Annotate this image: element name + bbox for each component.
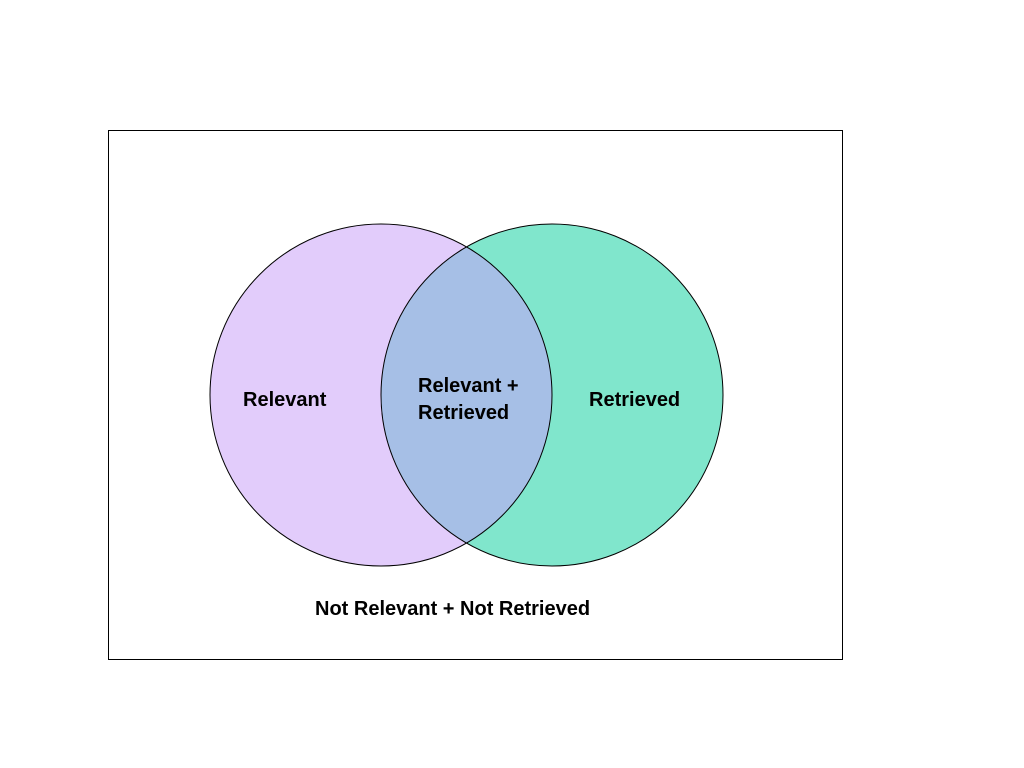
intersection-label-line1: Relevant + <box>418 375 519 397</box>
outside-label: Not Relevant + Not Retrieved <box>315 598 590 620</box>
intersection-region <box>381 224 552 566</box>
relevant-label: Relevant <box>243 389 327 411</box>
relevant-circle-outline <box>209 223 553 567</box>
retrieved-label: Retrieved <box>589 389 680 411</box>
retrieved-circle-outline <box>380 223 724 567</box>
intersection-label-line2: Retrieved <box>418 402 509 424</box>
